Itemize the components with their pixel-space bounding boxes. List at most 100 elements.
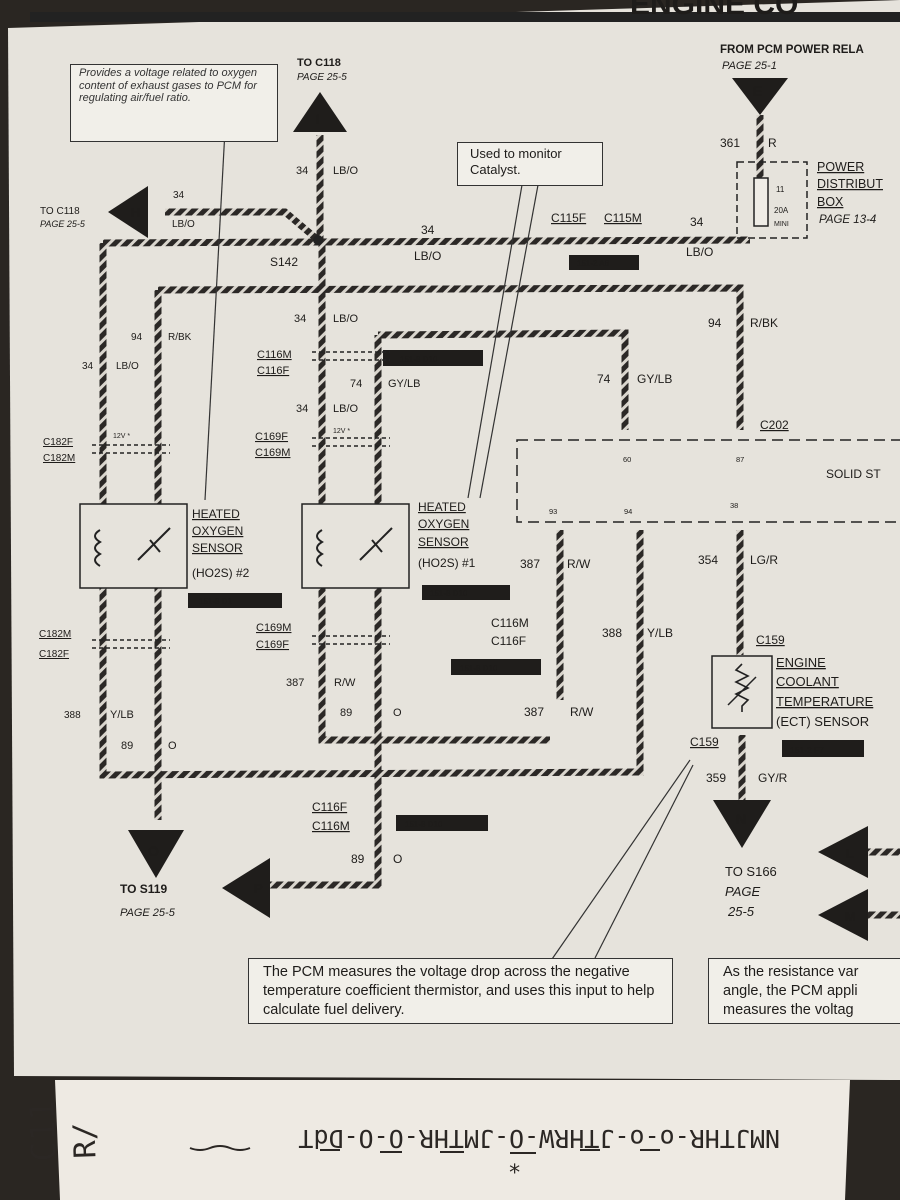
c34-a: 34 <box>296 165 308 177</box>
lbo-f: LB/O <box>116 361 139 372</box>
tag-2: 151-8 D10 <box>400 355 438 364</box>
arrow-n: N <box>713 800 771 848</box>
c169f-b: C169F <box>256 639 289 651</box>
c116m-a: C116M <box>257 349 292 361</box>
lbo-g: LB/O <box>333 403 359 415</box>
tags: 151-2 A6 151-8 D10 151-8 D1 151-8 D10 15… <box>188 255 864 831</box>
c94-a: 94 <box>131 332 143 343</box>
c34-e: 34 <box>294 313 306 325</box>
lbo-b: LB/O <box>172 219 195 230</box>
ref-to-c118-top: TO C118 <box>297 57 341 69</box>
pdb-label-2: DISTRIBUT <box>817 177 883 191</box>
wire-lbo-down <box>318 240 550 744</box>
lbo-c: LB/O <box>414 249 441 263</box>
rbk-b: R/BK <box>750 316 778 330</box>
c34-d: 34 <box>690 215 704 229</box>
ref-from-pcm: FROM PCM POWER RELA <box>720 44 864 56</box>
ho2s2-label-3: SENSOR <box>192 541 243 555</box>
pcm-pin-87: 87 <box>736 455 744 464</box>
arrow-e-letter: E <box>753 83 762 99</box>
c388-a: 388 <box>602 626 622 640</box>
tag-6: 151-8 D10 <box>405 820 443 829</box>
ref-to-s119: TO S119 <box>120 882 167 896</box>
c354: 354 <box>698 553 718 567</box>
c34-f: 34 <box>82 361 94 372</box>
c182f: C182F <box>43 437 73 448</box>
callout-oxygen-sensor-text: Provides a voltage related to oxygen con… <box>79 67 257 104</box>
rw-a: R/W <box>567 557 591 571</box>
ho2s1-label-2: OXYGEN <box>418 517 469 531</box>
handwriting-underline <box>189 1145 660 1154</box>
c115m: C115M <box>604 211 642 225</box>
arrow-n-letter: N <box>736 811 746 827</box>
c89-b: 89 <box>340 707 352 719</box>
ho2s2-label-2: OXYGEN <box>192 524 243 538</box>
pcm-label: SOLID ST <box>826 467 881 481</box>
ylb-b: Y/LB <box>110 709 134 721</box>
ho2s1-label-4: (HO2S) #1 <box>418 556 476 570</box>
callout-pcm-voltage-drop-text: The PCM measures the voltage drop across… <box>263 964 655 1018</box>
o-b: O <box>393 707 402 719</box>
arrow-h: H <box>108 186 148 238</box>
v12-a: 12V * <box>113 433 130 440</box>
arrow-l: L <box>818 826 868 878</box>
header-text: ENGINE CO <box>630 0 798 21</box>
arrow-o: O <box>128 830 184 878</box>
o-a: O <box>168 740 177 752</box>
tag-4: 151-8 D10 <box>430 589 468 598</box>
pdb-label-3: BOX <box>817 195 844 209</box>
c169m-b: C169M <box>256 622 291 634</box>
c115f: C115F <box>551 211 586 225</box>
ref-from-pcm-page: PAGE 25-1 <box>722 60 777 72</box>
c34-b: 34 <box>173 190 185 201</box>
c116f-c: C116F <box>312 800 347 814</box>
arrow-e: E <box>732 78 788 115</box>
pdb-label-1: POWER <box>817 160 864 174</box>
arrow-o-letter: O <box>148 843 159 859</box>
wire-lbo-main <box>102 236 751 247</box>
ref-to-s166: TO S166 <box>725 864 777 879</box>
arrow-m: M <box>818 889 868 941</box>
c116m-c: C116M <box>312 819 350 833</box>
splice-s142 <box>313 235 323 245</box>
rw-c: R/W <box>570 705 594 719</box>
ref-to-s119-page: PAGE 25-5 <box>120 907 176 919</box>
ect-sensor <box>711 655 773 729</box>
c388-b: 388 <box>64 710 81 721</box>
arrow-p-letter: P <box>254 881 263 896</box>
wire-rbk <box>157 284 744 430</box>
c89-a: 89 <box>121 740 133 752</box>
callout-pcm-voltage-drop: The PCM measures the voltage drop across… <box>248 958 673 1024</box>
wire-gylb <box>377 329 629 430</box>
c74-b: 74 <box>597 372 611 386</box>
handwriting-line-3: NMJTHR-o-o-JTHRW-O-JMTHR-O-O-DdT <box>298 1124 780 1153</box>
fuse-rating: 20A <box>774 206 789 215</box>
callout-catalyst-text: Used to monitor Catalyst. <box>470 146 562 177</box>
c169m: C169M <box>255 447 290 459</box>
ect-label-4: (ECT) SENSOR <box>776 714 869 729</box>
c94-b: 94 <box>708 316 722 330</box>
rw-b: R/W <box>334 677 356 689</box>
lbo-a: LB/O <box>333 165 359 177</box>
gylb-b: GY/LB <box>637 372 672 386</box>
ref-to-c118-left: TO C118 <box>40 206 80 217</box>
c387-b: 387 <box>286 677 304 689</box>
tag-1: 151-2 A6 <box>577 259 610 268</box>
pdb-label-4: PAGE 13-4 <box>819 214 876 226</box>
gyr: GY/R <box>758 771 788 785</box>
c359: 359 <box>706 771 726 785</box>
wire-lbo-to-c118-left <box>165 208 321 243</box>
ref-to-c118-top-page: PAGE 25-5 <box>297 72 347 83</box>
handwritten-note-paper <box>55 1080 850 1200</box>
arrow-i: I <box>293 92 347 132</box>
ho2s-1-sensor <box>301 503 410 589</box>
leader-lines <box>204 129 694 963</box>
lbo-d: LB/O <box>686 245 713 259</box>
ylb-a: Y/LB <box>647 626 673 640</box>
wire-labels: 361 R 34 LB/O 34 LB/O 34 LB/O 34 LB/O 34… <box>64 136 788 866</box>
tag-5: 151-8 D10 <box>460 664 498 673</box>
c116m-b: C116M <box>491 616 529 630</box>
rbk-a: R/BK <box>168 332 192 343</box>
c159-b: C159 <box>690 735 719 749</box>
arrow-l-letter: L <box>846 846 854 861</box>
